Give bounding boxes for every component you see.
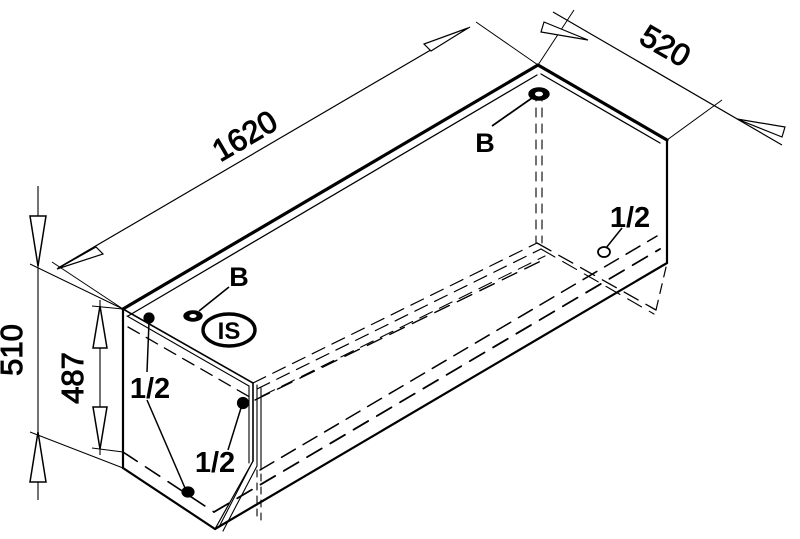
bolt-right-panel	[597, 246, 611, 258]
leader-half-front-upper	[146, 321, 150, 373]
dimension-510: 510	[0, 186, 124, 500]
bolt-rim	[236, 396, 250, 410]
callout-b-front: B	[183, 262, 249, 322]
callout-half-front-lower-label: 1/2	[195, 447, 235, 479]
dim-487-arrow-bottom	[92, 406, 108, 450]
dim-520-label: 520	[634, 18, 696, 74]
interior-floor-long-b	[256, 248, 542, 390]
edge-top-right-short	[536, 63, 669, 142]
leader-half-right	[605, 227, 623, 249]
dim-1620-line	[57, 26, 471, 269]
edge-bottom-right-long	[213, 261, 669, 531]
callout-b-top-label: B	[475, 128, 495, 158]
dim-520-ext-left	[537, 9, 575, 66]
dim-1620-ext-right	[475, 21, 539, 66]
interior-floor-long-c	[261, 255, 546, 397]
dim-487-label: 487	[55, 352, 90, 404]
hidden-top-front-run	[254, 258, 546, 401]
interior-floor-short	[536, 242, 657, 311]
dim-510-ext-bottom	[29, 431, 124, 469]
dim-1620-arrow-left	[56, 246, 105, 270]
dim-520-arrow-left	[540, 21, 589, 41]
edge-top-rear-long	[121, 63, 540, 311]
dim-520-ext-right	[666, 99, 723, 141]
dim-520-arrow-right	[736, 118, 786, 138]
callout-b-top: B	[475, 87, 550, 158]
edge-top-right-short-inner	[540, 73, 661, 144]
dim-510-ext-top	[29, 263, 124, 310]
dimension-520: 520	[537, 9, 786, 146]
dimension-1620: 1620	[51, 21, 539, 310]
leader-b-top	[491, 97, 533, 127]
edge-front-bottom-left	[121, 466, 217, 531]
dim-520-line	[552, 11, 783, 146]
dim-510-arrow-bottom	[29, 431, 47, 483]
callout-half-rim	[227, 396, 250, 451]
bolt-front-panel-upper	[143, 312, 155, 324]
edge-top-rear-long-inner	[127, 74, 538, 317]
callout-half-right: 1/2	[597, 202, 650, 258]
dim-1620-ext-left	[51, 261, 124, 310]
bolt-front-panel-lower	[181, 486, 195, 498]
opening-rim-upper-inner	[126, 315, 250, 387]
interior-floor-long-a	[252, 242, 538, 384]
leader-b-front	[198, 286, 230, 312]
bottom-lip-b	[222, 465, 258, 532]
leader-half-rim	[227, 407, 242, 451]
hidden-bottom-run	[213, 248, 661, 513]
callout-half-front-upper: 1/2	[130, 312, 170, 405]
bottom-lip-a	[218, 460, 254, 528]
interior-floor-short-b	[540, 248, 655, 315]
dim-487-ext-top	[91, 305, 124, 310]
callout-half-front-lower: 1/2	[146, 399, 235, 498]
dimension-487: 487	[55, 300, 124, 455]
hidden-top-front-long	[127, 326, 256, 401]
callout-half-right-label: 1/2	[610, 202, 650, 234]
dim-1620-arrow-right	[422, 27, 469, 52]
leader-half-front-lower	[146, 399, 186, 489]
interior-back-wall-bottom	[655, 262, 668, 311]
callout-b-front-label: B	[229, 262, 249, 292]
dim-487-ext-bottom	[91, 447, 124, 453]
dim-510-label: 510	[0, 324, 29, 376]
is-label: IS	[218, 318, 241, 345]
box-outline	[121, 63, 669, 532]
stamp-is: IS	[201, 312, 257, 348]
bolt-front-upper-inner	[189, 314, 197, 318]
bolt-top-rear-inner	[535, 91, 543, 97]
hidden-rear-bottom	[259, 235, 658, 471]
dim-510-arrow-top	[29, 215, 47, 267]
callout-half-front-upper-label: 1/2	[130, 373, 170, 405]
hidden-bottom-long	[122, 451, 215, 513]
dim-487-arrow-top	[92, 305, 108, 349]
is-ellipse	[201, 312, 257, 348]
